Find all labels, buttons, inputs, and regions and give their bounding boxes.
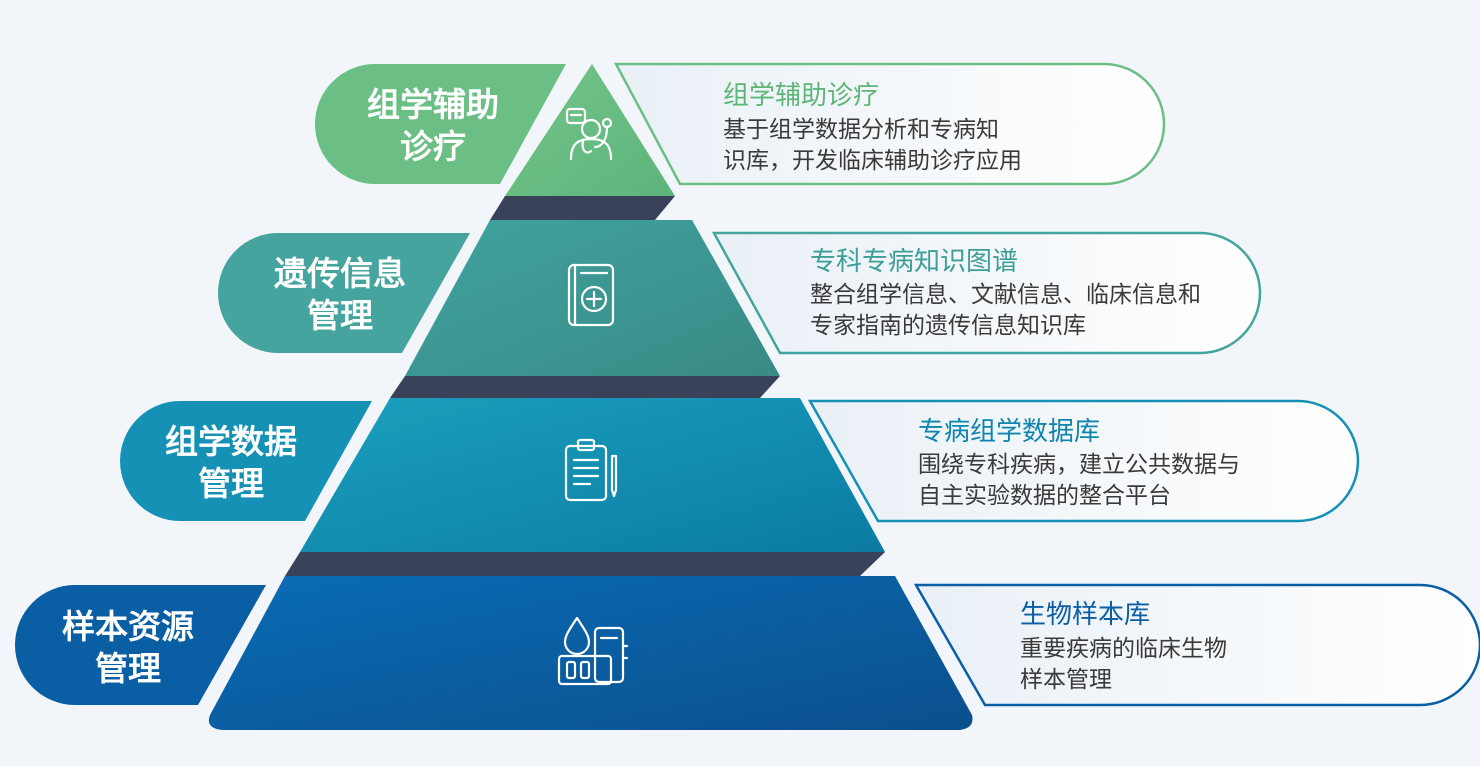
tier-3: 组学数据 管理 专病组学数据库 围绕专科疾病，建立公共数据与 自主实验数据的整合… <box>120 398 1360 552</box>
tier-label-pill <box>315 64 566 184</box>
tier-label-line: 管理 <box>95 649 161 688</box>
tier-2: 遗传信息 管理 专科专病知识图谱 整合组学信息、文献信息、临床信息和 专家指南的… <box>218 220 1262 376</box>
description-card <box>613 62 1166 186</box>
tier-description-line: 识库，开发临床辅助诊疗应用 <box>723 148 1022 174</box>
tier-label-line: 管理 <box>307 296 373 335</box>
tier-label-line: 诊疗 <box>400 127 466 166</box>
tier-title: 专病组学数据库 <box>918 417 1100 447</box>
tier-1: 组学辅助 诊疗 组学辅助诊疗 基于组学数据分析和专病知 识库，开发临床辅助诊疗应… <box>315 62 1166 196</box>
doctor-stethoscope-icon <box>565 107 613 161</box>
tier-description-line: 基于组学数据分析和专病知 <box>723 117 999 143</box>
blood-sample-icon <box>557 616 629 686</box>
separator-band <box>285 552 885 576</box>
tier-description-line: 整合组学信息、文献信息、临床信息和 <box>810 282 1201 308</box>
tier-label-line: 管理 <box>198 464 264 503</box>
pyramid-tier-base <box>208 576 973 730</box>
tier-title: 组学辅助诊疗 <box>723 81 879 111</box>
tier-description-line: 重要疾病的临床生物 <box>1020 636 1227 662</box>
tier-label-pill <box>15 585 266 705</box>
pyramid-tier-top <box>505 64 675 196</box>
tier-description-line: 专家指南的遗传信息知识库 <box>810 313 1086 339</box>
tier-description-line: 围绕专科疾病，建立公共数据与 <box>918 452 1240 478</box>
tier-description-line: 样本管理 <box>1020 667 1112 693</box>
separator-band <box>390 376 780 398</box>
tier-label-line: 遗传信息 <box>274 254 406 293</box>
tier-title: 生物样本库 <box>1020 600 1150 630</box>
tier-label-line: 样本资源 <box>62 607 194 646</box>
tier-label-pill <box>120 401 372 521</box>
tier-label-line: 组学辅助 <box>367 85 499 124</box>
description-card <box>807 399 1360 523</box>
medical-book-icon <box>567 263 615 327</box>
separator-band <box>490 196 675 220</box>
tier-title: 专科专病知识图谱 <box>810 247 1018 277</box>
description-card <box>711 231 1262 355</box>
clipboard-icon <box>564 438 618 502</box>
tier-description-line: 自主实验数据的整合平台 <box>918 483 1171 509</box>
tier-4: 样本资源 管理 生物样本库 重要疾病的临床生物 样本管理 <box>15 576 1480 730</box>
tier-label-pill <box>218 233 470 353</box>
tier-label-line: 组学数据 <box>165 422 297 461</box>
